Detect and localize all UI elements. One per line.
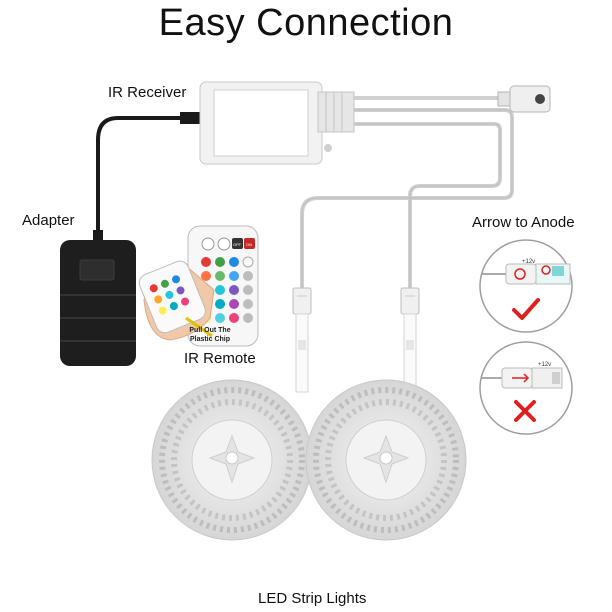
adapter-label: Adapter xyxy=(22,212,75,229)
check-icon xyxy=(512,298,540,320)
cross-icon xyxy=(514,400,536,422)
strip-connector-right xyxy=(400,287,420,393)
chip-note-line2: Plastic Chip xyxy=(190,336,230,343)
led-reel-right xyxy=(305,379,467,541)
led-reel-left xyxy=(151,379,313,541)
ir-receiver-controller xyxy=(199,81,355,165)
led-strip-lights-label: LED Strip Lights xyxy=(258,590,367,607)
correct-connection-diagram: +12v xyxy=(479,239,573,333)
incorrect-voltage-label: +12v xyxy=(538,362,551,368)
chip-note-line1: Pull Out The xyxy=(189,327,230,334)
strip-connector-left xyxy=(292,287,312,393)
page-title: Easy Connection xyxy=(158,2,454,44)
hand-with-remote xyxy=(138,260,215,341)
adapter-cable xyxy=(96,116,200,244)
correct-voltage-label: +12v xyxy=(522,259,535,265)
dc-jack xyxy=(497,85,551,113)
adapter-body xyxy=(60,240,136,366)
incorrect-connection-diagram: +12v xyxy=(479,341,573,435)
arrow-to-anode-label: Arrow to Anode xyxy=(472,214,575,231)
remote-off-text: OFF xyxy=(233,242,242,247)
remote-on-text: ON xyxy=(246,242,252,247)
ir-remote-label: IR Remote xyxy=(184,350,256,367)
ir-receiver-label: IR Receiver xyxy=(108,84,187,101)
